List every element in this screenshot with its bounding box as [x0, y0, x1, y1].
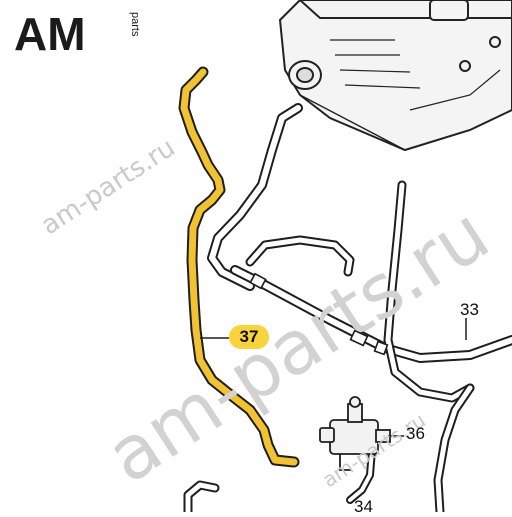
callout-36: 36 — [406, 424, 425, 443]
hose-clamps — [249, 272, 389, 356]
logo-main-text: AM — [14, 10, 86, 56]
callout-34: 34 — [354, 497, 373, 516]
hose-37-highlighted — [178, 66, 300, 468]
callout-33: 33 — [460, 300, 479, 319]
am-parts-logo: AM parts — [14, 10, 141, 56]
logo-sub-text: parts — [129, 12, 141, 37]
vacuum-valve — [319, 396, 391, 471]
callout-37: 37 — [229, 325, 269, 349]
air-filter-housing — [278, 0, 512, 152]
leader-lines — [200, 318, 467, 437]
